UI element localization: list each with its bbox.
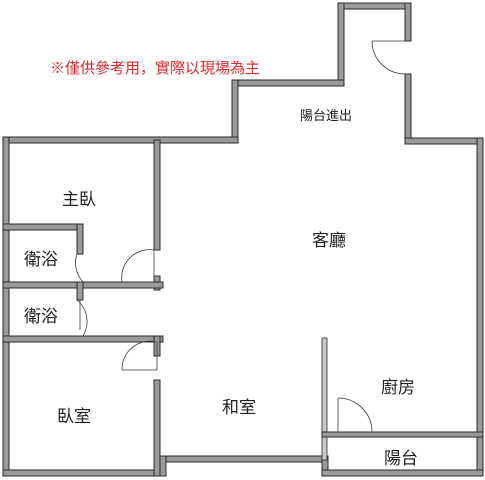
room-label-balcony: 陽台 (384, 449, 418, 469)
room-label-master-bedroom: 主臥 (62, 190, 96, 210)
room-label-bath-1: 衛浴 (24, 250, 58, 270)
room-label-bedroom: 臥室 (57, 407, 91, 427)
room-label-japanese-room: 和室 (222, 398, 256, 418)
interior-walls (2, 139, 484, 477)
room-label-bath-2: 衛浴 (24, 307, 58, 327)
room-label-living-room: 客廳 (312, 231, 346, 251)
doors (75, 40, 406, 433)
room-label-kitchen: 廚房 (381, 378, 415, 398)
disclaimer-note: ※僅供參考用，實際以現場為主 (50, 59, 261, 77)
balcony-access-label: 陽台進出 (300, 109, 353, 124)
